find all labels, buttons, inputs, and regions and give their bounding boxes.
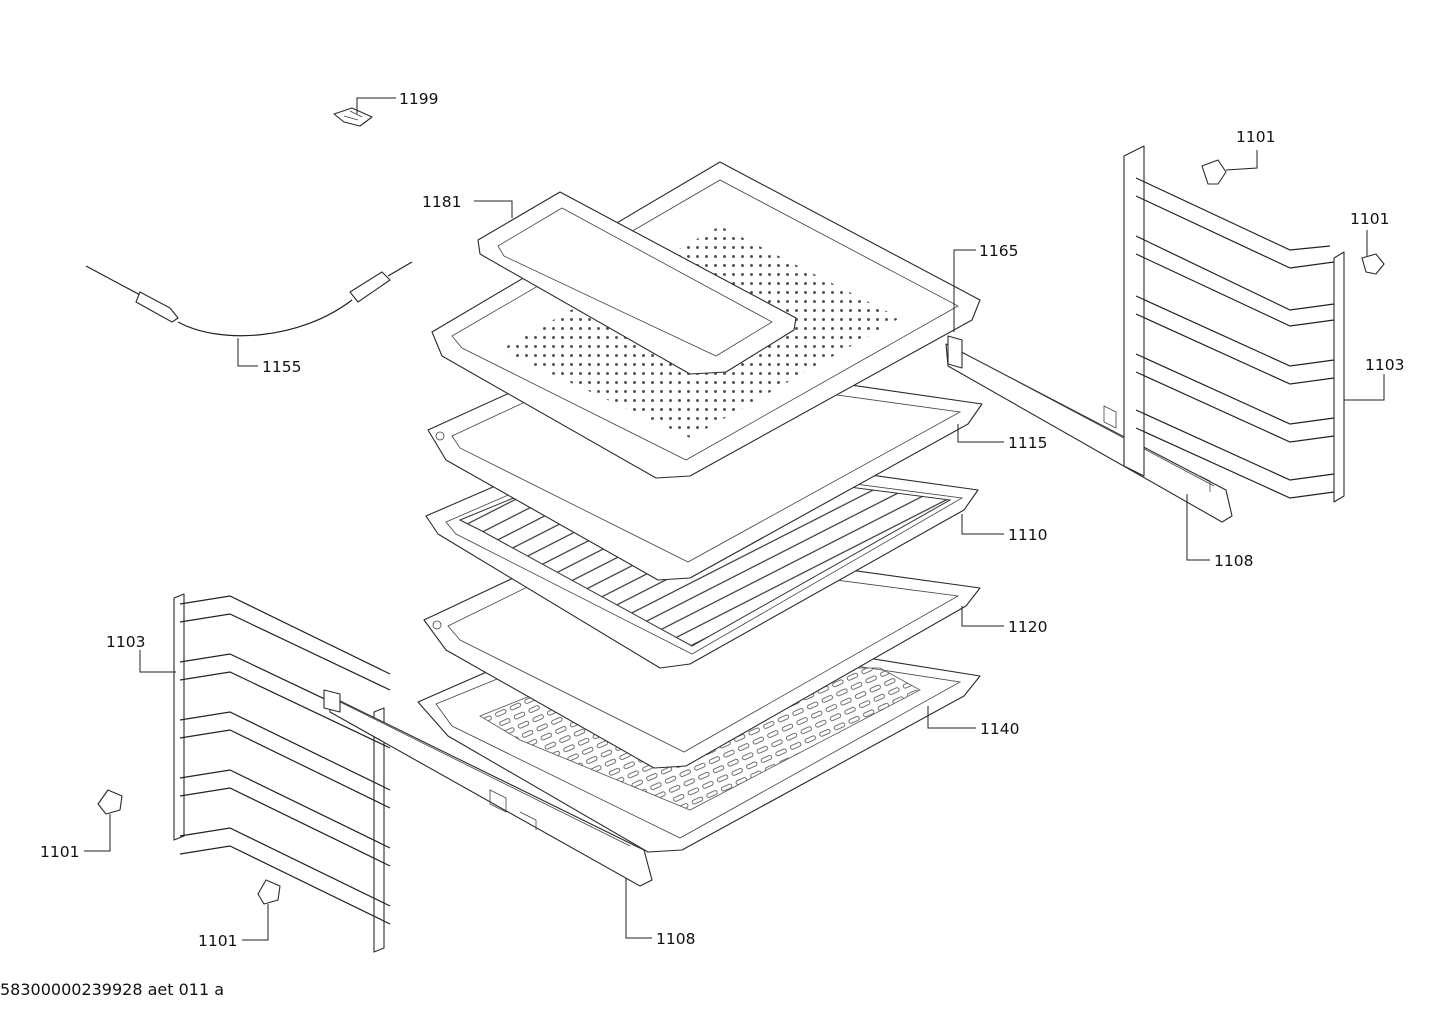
callout-1108-left: 1108 — [656, 930, 695, 948]
callout-1101-right: 1101 — [1350, 210, 1389, 228]
callout-1181: 1181 — [422, 193, 461, 211]
callout-1110: 1110 — [1008, 526, 1047, 544]
side-rack-1103-right — [1123, 145, 1345, 503]
fastener-1101-d — [257, 879, 281, 905]
fastener-1101-a — [1201, 159, 1227, 185]
callout-1101-top: 1101 — [1236, 128, 1275, 146]
rail-1108-left — [323, 689, 653, 887]
callout-1108-right: 1108 — [1214, 552, 1253, 570]
fastener-1101-b — [1361, 253, 1385, 275]
callout-1155: 1155 — [262, 358, 301, 376]
pan-1181 — [477, 191, 797, 375]
diagram-code: 58300000239928 aet 011 a — [0, 980, 225, 999]
callout-labels: 1199 1181 1165 1155 1101 1101 1103 1115 … — [40, 90, 1404, 950]
callout-1115: 1115 — [1008, 434, 1047, 452]
side-rack-1103-left — [173, 593, 391, 953]
callout-1140: 1140 — [980, 720, 1019, 738]
rail-1108-right — [945, 335, 1233, 523]
callout-1103-left: 1103 — [106, 633, 145, 651]
callout-1165: 1165 — [979, 242, 1018, 260]
callout-1120: 1120 — [1008, 618, 1047, 636]
callout-1101-left: 1101 — [40, 843, 79, 861]
callout-1101-bottom: 1101 — [198, 932, 237, 950]
probe-1155 — [85, 261, 413, 337]
leader-lines — [84, 97, 1385, 941]
callout-1103-right: 1103 — [1365, 356, 1404, 374]
callout-1199: 1199 — [399, 90, 438, 108]
fastener-1101-c — [97, 789, 123, 815]
clip-1199 — [333, 107, 373, 127]
